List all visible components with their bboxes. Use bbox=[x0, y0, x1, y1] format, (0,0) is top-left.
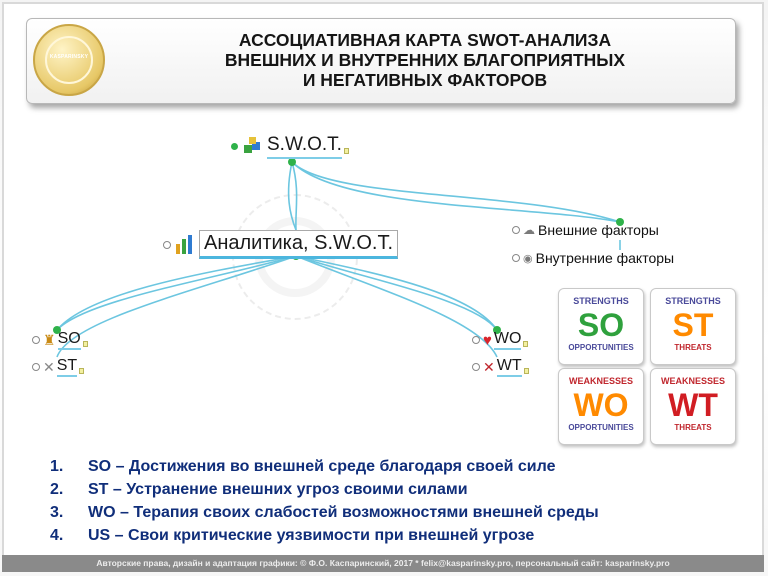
node-external-factors[interactable]: ☁ Внешние факторы bbox=[512, 222, 659, 238]
link-central-wo bbox=[295, 255, 498, 331]
collapse-toggle[interactable] bbox=[32, 336, 40, 344]
heart-icon: ♥ bbox=[483, 331, 492, 349]
title-banner bbox=[26, 18, 736, 104]
cell-top-label: WEAKNESSES bbox=[568, 376, 633, 386]
tools-icon: ✕ bbox=[483, 358, 495, 375]
link-root-central bbox=[291, 161, 298, 231]
node-wt[interactable]: ✕ WT bbox=[472, 357, 529, 377]
node-st[interactable]: ✕ ST bbox=[32, 357, 85, 377]
node-label: ST bbox=[56, 357, 78, 377]
node-label: Внутренние факторы bbox=[535, 250, 675, 266]
node-label: Аналитика, S.W.O.T. bbox=[199, 230, 399, 259]
note-icon bbox=[523, 368, 529, 374]
cell-top-label: STRENGTHS bbox=[573, 296, 629, 306]
matrix-cell-st: STRENGTHS ST THREATS bbox=[650, 288, 736, 365]
node-wo[interactable]: ♥ WO bbox=[472, 330, 529, 350]
matrix-cell-wo: WEAKNESSES WO OPPORTUNITIES bbox=[558, 368, 644, 445]
link-node-dot bbox=[53, 326, 61, 334]
cell-top-label: STRENGTHS bbox=[665, 296, 721, 306]
blocks-icon bbox=[244, 136, 260, 153]
node-label: Внешние факторы bbox=[538, 222, 659, 238]
page-title: АССОЦИАТИВНАЯ КАРТА SWOT-АНАЛИЗА ВНЕШНИХ… bbox=[120, 30, 730, 90]
list-number: 1. bbox=[50, 458, 64, 475]
node-label: S.W.O.T. bbox=[267, 134, 342, 159]
link-central-so bbox=[56, 255, 297, 331]
list-item: 3. WO – Терапия своих слабостей возможно… bbox=[50, 502, 750, 525]
cell-bottom-label: THREATS bbox=[674, 343, 712, 352]
link-node-dot bbox=[616, 218, 624, 226]
list-number: 2. bbox=[50, 481, 64, 498]
node-label: WT bbox=[496, 357, 522, 377]
cell-top-label: WEAKNESSES bbox=[660, 376, 725, 386]
title-line-3: И НЕГАТИВНЫХ ФАКТОРОВ bbox=[302, 70, 548, 90]
cell-code: WT bbox=[668, 387, 718, 423]
matrix-cell-wt: WEAKNESSES WT THREATS bbox=[650, 368, 736, 445]
title-line-2: ВНЕШНИХ И ВНУТРЕННИХ БЛАГОПРИЯТНЫХ bbox=[224, 50, 626, 70]
link-central-wt bbox=[295, 255, 498, 358]
link-root-central-2 bbox=[287, 161, 297, 231]
cell-code: WO bbox=[573, 387, 629, 423]
node-central-analytics[interactable]: Аналитика, S.W.O.T. bbox=[163, 230, 399, 259]
list-text: WO – Терапия своих слабостей возможностя… bbox=[88, 504, 599, 521]
collapse-toggle[interactable] bbox=[32, 363, 40, 371]
tools-icon: ✕ bbox=[43, 358, 55, 375]
link-central-wo-2 bbox=[295, 255, 498, 331]
collapse-toggle[interactable] bbox=[472, 363, 480, 371]
cloud-icon: ☁ bbox=[523, 223, 535, 237]
title-line-1: АССОЦИАТИВНАЯ КАРТА SWOT-АНАЛИЗА bbox=[238, 30, 612, 50]
node-so[interactable]: ♜ SO bbox=[32, 330, 88, 350]
matrix-cell-so: STRENGTHS SO OPPORTUNITIES bbox=[558, 288, 644, 365]
node-label: WO bbox=[493, 330, 522, 350]
list-number: 3. bbox=[50, 504, 64, 521]
link-root-external-2 bbox=[291, 161, 621, 223]
list-item: 2. ST – Устранение внешних угроз своими … bbox=[50, 479, 750, 502]
list-number: 4. bbox=[50, 527, 64, 544]
note-icon bbox=[523, 341, 529, 347]
list-item: 4. US – Свои критические уязвимости при … bbox=[50, 525, 750, 548]
copyright-footer: Авторские права, дизайн и адаптация граф… bbox=[2, 555, 764, 572]
logo-ring bbox=[45, 36, 93, 84]
link-node-dot bbox=[493, 326, 501, 334]
note-icon bbox=[79, 368, 85, 374]
node-internal-factors[interactable]: ◉ Внутренние факторы bbox=[512, 250, 674, 266]
collapse-toggle[interactable] bbox=[163, 240, 171, 249]
link-node-dot bbox=[288, 158, 296, 166]
eye-icon: ◉ bbox=[523, 252, 533, 265]
node-label: SO bbox=[57, 330, 81, 350]
collapse-toggle[interactable] bbox=[512, 226, 520, 234]
collapse-toggle[interactable] bbox=[512, 254, 520, 262]
link-central-so-2 bbox=[56, 255, 297, 331]
strategy-list: 1. SO – Достижения во внешней среде благ… bbox=[50, 456, 750, 548]
note-icon bbox=[343, 147, 349, 154]
note-icon bbox=[82, 341, 88, 347]
author-logo: KASPARINSKY bbox=[33, 24, 105, 96]
link-central-st bbox=[56, 255, 297, 358]
link-root-external bbox=[291, 161, 621, 223]
list-text: ST – Устранение внешних угроз своими сил… bbox=[88, 481, 468, 498]
cell-bottom-label: OPPORTUNITIES bbox=[568, 343, 634, 352]
cell-code: ST bbox=[672, 307, 714, 343]
node-root-swot[interactable]: S.W.O.T. bbox=[231, 134, 349, 159]
list-text: SO – Достижения во внешней среде благода… bbox=[88, 458, 556, 475]
trophy-icon: ♜ bbox=[43, 331, 56, 348]
cell-code: SO bbox=[577, 307, 625, 343]
collapse-toggle[interactable] bbox=[472, 336, 480, 344]
bar-chart-icon bbox=[176, 234, 192, 254]
logo-text: KASPARINSKY bbox=[49, 54, 89, 60]
cell-bottom-label: THREATS bbox=[674, 423, 712, 432]
swot-matrix: STRENGTHS SO OPPORTUNITIES STRENGTHS ST … bbox=[558, 288, 736, 446]
list-item: 1. SO – Достижения во внешней среде благ… bbox=[50, 456, 750, 479]
list-text: US – Свои критические уязвимости при вне… bbox=[88, 527, 535, 544]
node-bullet bbox=[231, 143, 238, 150]
cell-bottom-label: OPPORTUNITIES bbox=[568, 423, 634, 432]
